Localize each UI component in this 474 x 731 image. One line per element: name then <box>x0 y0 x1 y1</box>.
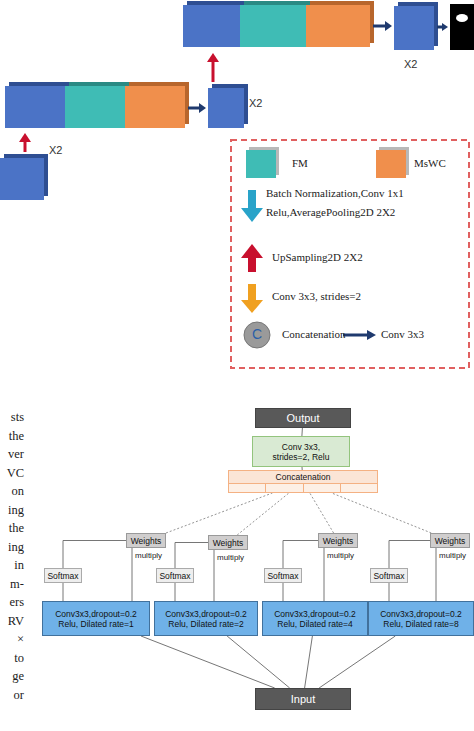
paper-text-fragment: the <box>0 521 24 536</box>
connector-line <box>319 636 395 688</box>
connector-line <box>175 543 208 569</box>
dilated-conv-box: Conv3x3,dropout=0.2 Relu, Dilated rate=4 <box>262 601 368 636</box>
paper-text-fragment: to <box>0 651 24 666</box>
paper-text-fragment: RV <box>0 614 24 629</box>
band-cell <box>341 484 377 492</box>
softmax-box: Softmax <box>370 568 408 583</box>
concat-symbol: C <box>244 326 270 343</box>
node-text: Conv3x3,dropout=0.2 Relu, Dilated rate=1 <box>45 609 147 629</box>
node-text: Weights <box>435 536 466 546</box>
paper-text-fragment: the <box>0 429 24 444</box>
connector-line <box>141 636 275 688</box>
paper-text-fragment: in <box>0 558 24 573</box>
legend-swatch <box>246 150 276 178</box>
node-text: Conv3x3,dropout=0.2 Relu, Dilated rate=8 <box>371 609 471 629</box>
edge-label: multiply <box>217 553 244 562</box>
band-cell <box>266 484 303 492</box>
connector-line <box>389 541 430 569</box>
softmax-box: Softmax <box>44 568 82 583</box>
softmax-box: Softmax <box>264 568 302 583</box>
edge-label: multiply <box>135 551 162 560</box>
node-text: Weights <box>323 536 354 546</box>
node-text: Conv3x3,dropout=0.2 Relu, Dilated rate=4 <box>265 609 365 629</box>
weights-box: Weights <box>208 535 248 550</box>
flow-arrows <box>19 21 448 152</box>
paper-text-fragment: × <box>0 632 24 647</box>
connector-line <box>214 550 215 601</box>
connector-line <box>324 548 325 601</box>
connector-line <box>301 428 303 436</box>
weights-box: Weights <box>430 533 470 548</box>
connector-line <box>175 583 176 601</box>
connector-line <box>305 636 313 688</box>
node-text: Conv3x3,dropout=0.2 Relu, Dilated rate=2 <box>157 609 255 629</box>
node-text: Softmax <box>47 571 78 581</box>
node-text: Softmax <box>373 571 404 581</box>
concat-box: Concatenation <box>228 470 378 493</box>
paper-text-fragment: VC <box>0 466 24 481</box>
legend-text: Batch Normalization,Conv 1x1 Relu,Averag… <box>266 184 436 222</box>
connector-line <box>237 493 289 535</box>
node-text: Output <box>286 412 319 424</box>
paper-text-fragment: sts <box>0 410 24 425</box>
band-cell <box>304 484 341 492</box>
paper-text-fragment: m- <box>0 577 24 592</box>
legend-text: Concatenation <box>282 325 346 344</box>
connector-line <box>63 583 64 601</box>
dilated-conv-box: Conv3x3,dropout=0.2 Relu, Dilated rate=1 <box>42 601 150 636</box>
dilated-conv-box: Conv3x3,dropout=0.2 Relu, Dilated rate=2 <box>154 601 258 636</box>
dilated-conv-box: Conv3x3,dropout=0.2 Relu, Dilated rate=8 <box>368 601 474 636</box>
node-text: Input <box>291 693 315 705</box>
legend-text: Conv 3x3 <box>381 325 424 344</box>
repeat-label: X2 <box>49 144 62 157</box>
legend-frame <box>231 140 469 368</box>
connector-line <box>132 548 133 601</box>
paper-text-fragment: ver <box>0 447 24 462</box>
repeat-label: X2 <box>249 97 262 110</box>
legend-text: MsWC <box>414 154 446 173</box>
edge-label: multiply <box>439 551 466 560</box>
connector-line <box>283 541 318 569</box>
connector-line <box>436 548 437 601</box>
conv-box: Conv 3x3, strides=2, Relu <box>252 436 350 467</box>
paper-text-fragment: ing <box>0 540 24 555</box>
paper-text-fragment: ing <box>0 503 24 518</box>
legend-swatch <box>376 150 406 178</box>
connector-line <box>283 583 284 601</box>
connector-line <box>227 636 290 688</box>
edge-label: multiply <box>327 551 354 560</box>
legend-text: Conv 3x3, strides=2 <box>272 287 361 306</box>
node-text: Concatenation <box>276 472 331 482</box>
connector-line <box>166 493 272 533</box>
node-text: Weights <box>131 536 162 546</box>
paper-text-fragment: ge <box>0 669 24 684</box>
node-text: Weights <box>213 538 244 548</box>
concat-band <box>228 483 378 493</box>
paper-text-fragment: ers <box>0 595 24 610</box>
paper-text-fragment: or <box>0 688 24 703</box>
weights-box: Weights <box>126 533 166 548</box>
weights-box: Weights <box>318 533 358 548</box>
band-cell <box>229 484 266 492</box>
terminal-box: Input <box>255 688 351 710</box>
softmax-box: Softmax <box>156 568 194 583</box>
connector-line <box>310 493 334 533</box>
connector-line <box>389 583 390 601</box>
paper-text-fragment: on <box>0 484 24 499</box>
node-text: Softmax <box>267 571 298 581</box>
connector-line <box>63 541 126 569</box>
legend-text: UpSampling2D 2X2 <box>272 248 363 267</box>
terminal-box: Output <box>255 408 351 428</box>
connector-line <box>332 493 432 533</box>
node-text: Conv 3x3, strides=2, Relu <box>265 442 337 462</box>
feature-blocks <box>0 1 474 200</box>
node-text: Softmax <box>159 571 190 581</box>
legend-text: FM <box>292 154 308 173</box>
repeat-label: X2 <box>404 58 417 71</box>
